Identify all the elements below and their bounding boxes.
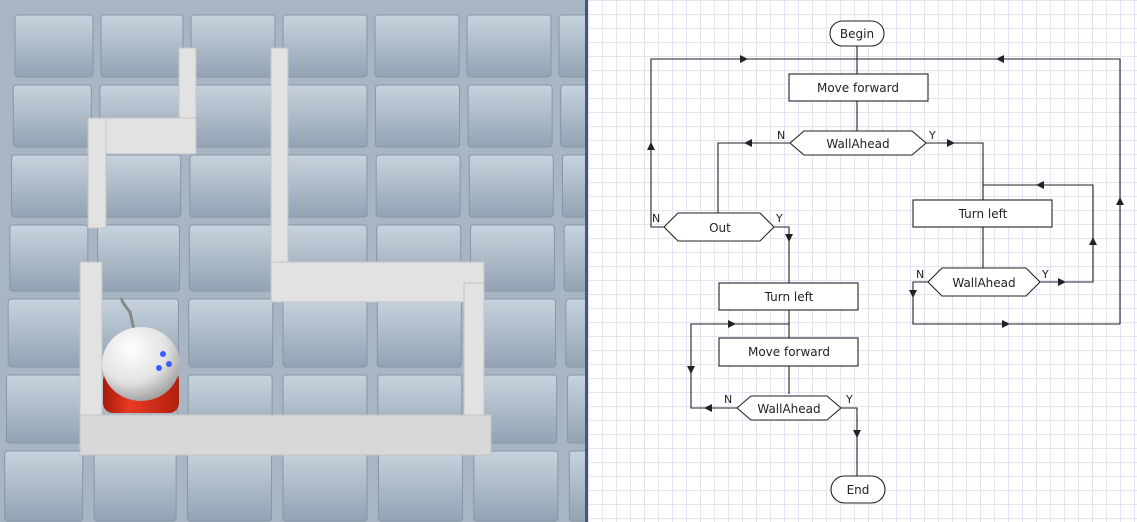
flow-arrow xyxy=(728,320,736,328)
main-move-forward-label: Move forward xyxy=(817,81,899,95)
floor-tile xyxy=(283,15,367,77)
flow-arrow xyxy=(647,142,655,150)
connector xyxy=(841,408,857,476)
flow-arrow xyxy=(947,139,955,147)
floor-tile xyxy=(474,451,558,521)
main-wall-ahead-yes: Y xyxy=(928,129,936,142)
floor-tile xyxy=(13,85,91,147)
begin-label: Begin xyxy=(840,27,874,41)
floor-tile xyxy=(376,155,460,217)
floor-tile xyxy=(190,85,274,147)
floor-tile xyxy=(5,451,83,521)
bottom-wall-ahead-node[interactable]: WallAhead N Y xyxy=(724,393,853,420)
floor-tile xyxy=(98,225,180,291)
out-yes: Y xyxy=(775,212,783,225)
connector xyxy=(718,143,790,213)
floor-tile xyxy=(283,451,367,521)
begin-node[interactable]: Begin xyxy=(830,21,884,46)
flowchart-canvas[interactable]: Begin Move forward WallAhead N Y Out N Y… xyxy=(588,0,1137,522)
right-wall-ahead-no: N xyxy=(916,268,924,281)
floor-tile xyxy=(283,155,367,217)
out-no: N xyxy=(652,212,660,225)
floor-tile xyxy=(94,451,176,521)
floor-tile xyxy=(283,299,367,367)
floor-tile xyxy=(378,451,462,521)
robot-eye xyxy=(160,351,166,357)
floor-tile xyxy=(189,299,273,367)
end-label: End xyxy=(847,483,870,497)
floor-tile xyxy=(191,15,275,77)
floor-tile xyxy=(568,375,585,443)
maze-wall xyxy=(271,262,484,302)
floor-tile xyxy=(467,15,551,77)
main-move-forward-node[interactable]: Move forward xyxy=(789,74,928,101)
flow-arrow xyxy=(704,404,712,412)
floor-tile xyxy=(377,299,461,367)
robot-eye xyxy=(166,361,172,367)
flow-arrow xyxy=(1058,278,1066,286)
floor-tile xyxy=(562,155,585,217)
right-turn-left-node[interactable]: Turn left xyxy=(913,200,1052,227)
bottom-wall-ahead-yes: Y xyxy=(845,393,853,406)
main-wall-ahead-no: N xyxy=(777,129,785,142)
floor-tile xyxy=(376,85,460,147)
floor-tile xyxy=(469,155,553,217)
flow-arrow xyxy=(1116,197,1124,205)
floor-tile xyxy=(6,375,84,443)
bottom-move-forward-label: Move forward xyxy=(748,345,830,359)
out-label: Out xyxy=(709,221,731,235)
floor-tile xyxy=(188,451,272,521)
floor-tile xyxy=(8,299,86,367)
flowchart: Begin Move forward WallAhead N Y Out N Y… xyxy=(588,0,1137,522)
connectors xyxy=(651,46,1120,476)
flow-arrow xyxy=(740,55,748,63)
flow-arrow xyxy=(853,430,861,438)
floor-tile xyxy=(566,299,585,367)
bottom-move-forward-node[interactable]: Move forward xyxy=(719,338,858,366)
floor-tile xyxy=(468,85,552,147)
flow-arrow xyxy=(1089,237,1097,245)
floor-tile xyxy=(559,15,585,77)
simulation-view[interactable] xyxy=(0,0,585,522)
connector xyxy=(926,143,983,200)
floor-tile xyxy=(189,225,273,291)
floor-tile xyxy=(564,225,585,291)
floor-tile xyxy=(101,15,183,77)
flow-arrow xyxy=(909,290,917,298)
right-wall-ahead-node[interactable]: WallAhead N Y xyxy=(916,268,1049,296)
right-wall-ahead-yes: Y xyxy=(1041,268,1049,281)
end-node[interactable]: End xyxy=(831,476,885,503)
floor-tile xyxy=(190,155,274,217)
flow-arrows xyxy=(647,55,1124,438)
right-wall-ahead-label: WallAhead xyxy=(952,276,1015,290)
flow-arrow xyxy=(744,139,752,147)
maze-scene xyxy=(0,0,585,522)
maze-wall xyxy=(88,118,106,228)
floor-tile xyxy=(99,155,181,217)
bottom-wall-ahead-no: N xyxy=(724,393,732,406)
floor-tile xyxy=(10,225,88,291)
floor-tile xyxy=(283,85,367,147)
floor-tile xyxy=(12,155,90,217)
bottom-turn-left-node[interactable]: Turn left xyxy=(719,283,858,310)
floor-tile xyxy=(375,15,459,77)
main-wall-ahead-node[interactable]: WallAhead N Y xyxy=(777,129,936,155)
floor-tile xyxy=(569,451,585,521)
floor-tile xyxy=(15,15,93,77)
right-turn-left-label: Turn left xyxy=(958,207,1008,221)
robot-eye xyxy=(156,365,162,371)
flow-arrow xyxy=(687,366,695,374)
maze-wall xyxy=(271,48,288,294)
flow-arrow xyxy=(1036,181,1044,189)
flow-arrow xyxy=(1002,320,1010,328)
bottom-turn-left-label: Turn left xyxy=(764,290,814,304)
flow-arrow xyxy=(785,234,793,242)
floor-tile xyxy=(561,85,585,147)
flow-arrow xyxy=(996,55,1004,63)
bottom-wall-ahead-label: WallAhead xyxy=(757,402,820,416)
main-wall-ahead-label: WallAhead xyxy=(826,137,889,151)
maze-wall xyxy=(80,415,491,455)
out-node[interactable]: Out N Y xyxy=(652,212,783,241)
